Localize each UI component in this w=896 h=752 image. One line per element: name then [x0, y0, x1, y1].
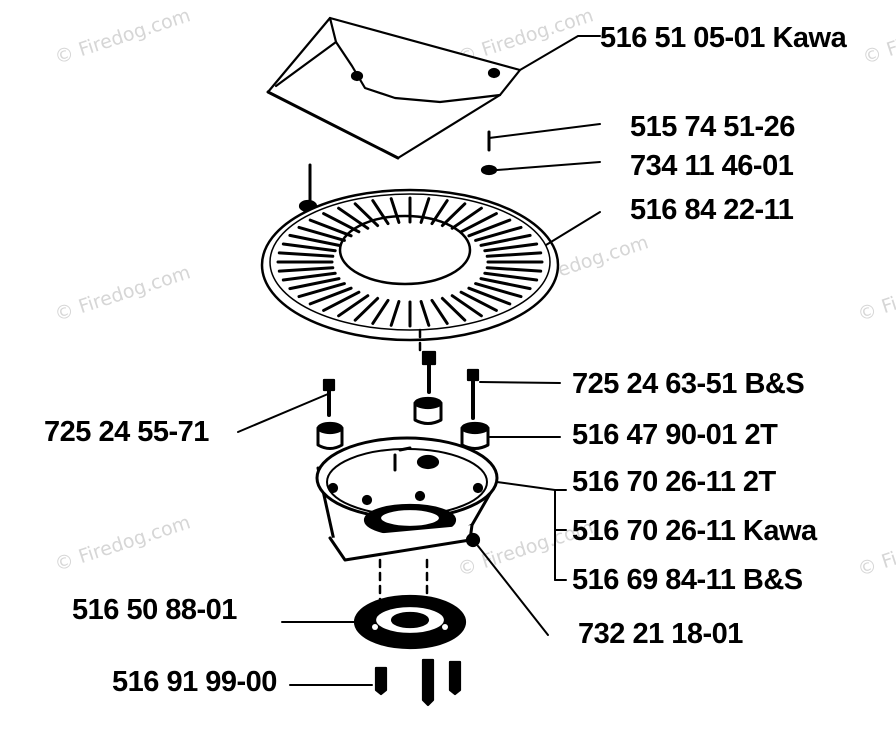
fan-rib — [277, 266, 335, 273]
fan-rib — [337, 294, 370, 318]
fan-rib — [322, 212, 361, 234]
fan-rib — [389, 300, 401, 327]
label-screw-bottom: 516 91 99-00 — [112, 666, 277, 698]
fan-rib — [440, 296, 467, 322]
fan-rib — [419, 300, 431, 327]
cover-part — [266, 16, 522, 160]
fan-rib — [277, 251, 335, 258]
fan-rib — [389, 197, 401, 224]
fan-rib — [440, 202, 467, 228]
pulley-part — [315, 436, 499, 562]
fan-rib — [467, 286, 512, 306]
fan-rib — [485, 266, 543, 273]
fan-rib — [288, 277, 341, 291]
fan-rib — [297, 282, 346, 299]
label-pulley-2t: 516 70 26-11 2T — [572, 466, 776, 498]
fan-rib — [281, 271, 337, 282]
spacer-parts — [316, 396, 490, 450]
screw-top-part — [480, 130, 498, 176]
fan-rib — [474, 282, 523, 299]
fan-rib — [419, 197, 431, 224]
fan-rib — [459, 290, 498, 312]
label-screw-left: 725 24 55-71 — [44, 416, 209, 448]
fan-rib — [308, 218, 353, 238]
fan-rib — [308, 286, 353, 306]
fan-plate-part — [260, 188, 560, 342]
plate-part — [353, 594, 467, 650]
fan-rib — [479, 233, 532, 247]
fan-rib — [430, 199, 449, 226]
label-nut: 732 21 18-01 — [578, 618, 743, 650]
fan-rib — [353, 202, 380, 228]
label-screw-bs: 725 24 63-51 B&S — [572, 368, 805, 400]
label-pulley-kawa: 516 70 26-11 Kawa — [572, 515, 817, 547]
screws-mid — [322, 350, 480, 420]
fan-rib — [430, 298, 449, 325]
fan-rib — [371, 298, 390, 325]
fan-rib — [322, 290, 361, 312]
fan-rib — [353, 296, 380, 322]
fan-rib — [479, 277, 532, 291]
label-pulley-bs: 516 69 84-11 B&S — [572, 564, 803, 596]
screw-bottom-parts — [374, 658, 462, 707]
fan-rib — [337, 206, 370, 230]
label-washer-top: 734 11 46-01 — [630, 150, 794, 182]
fan-rib — [483, 271, 539, 282]
fan-rib — [450, 206, 483, 230]
fan-rib — [371, 199, 390, 226]
screw-fan-left — [298, 163, 318, 213]
fan-rib — [467, 218, 512, 238]
fan-rib — [483, 242, 539, 253]
label-cover: 516 51 05-01 Kawa — [600, 22, 847, 54]
label-plate: 516 50 88-01 — [72, 594, 237, 626]
leader-lines — [237, 35, 601, 686]
label-fan-plate: 516 84 22-11 — [630, 194, 794, 226]
fan-rib — [459, 212, 498, 234]
fan-rib — [450, 294, 483, 318]
fan-rib — [288, 233, 341, 247]
fan-rib — [474, 225, 523, 242]
label-screw-top: 515 74 51-26 — [630, 111, 795, 143]
fan-rib — [297, 225, 346, 242]
label-spacer: 516 47 90-01 2T — [572, 419, 778, 451]
fan-rib — [281, 242, 337, 253]
fan-rib — [485, 251, 543, 258]
